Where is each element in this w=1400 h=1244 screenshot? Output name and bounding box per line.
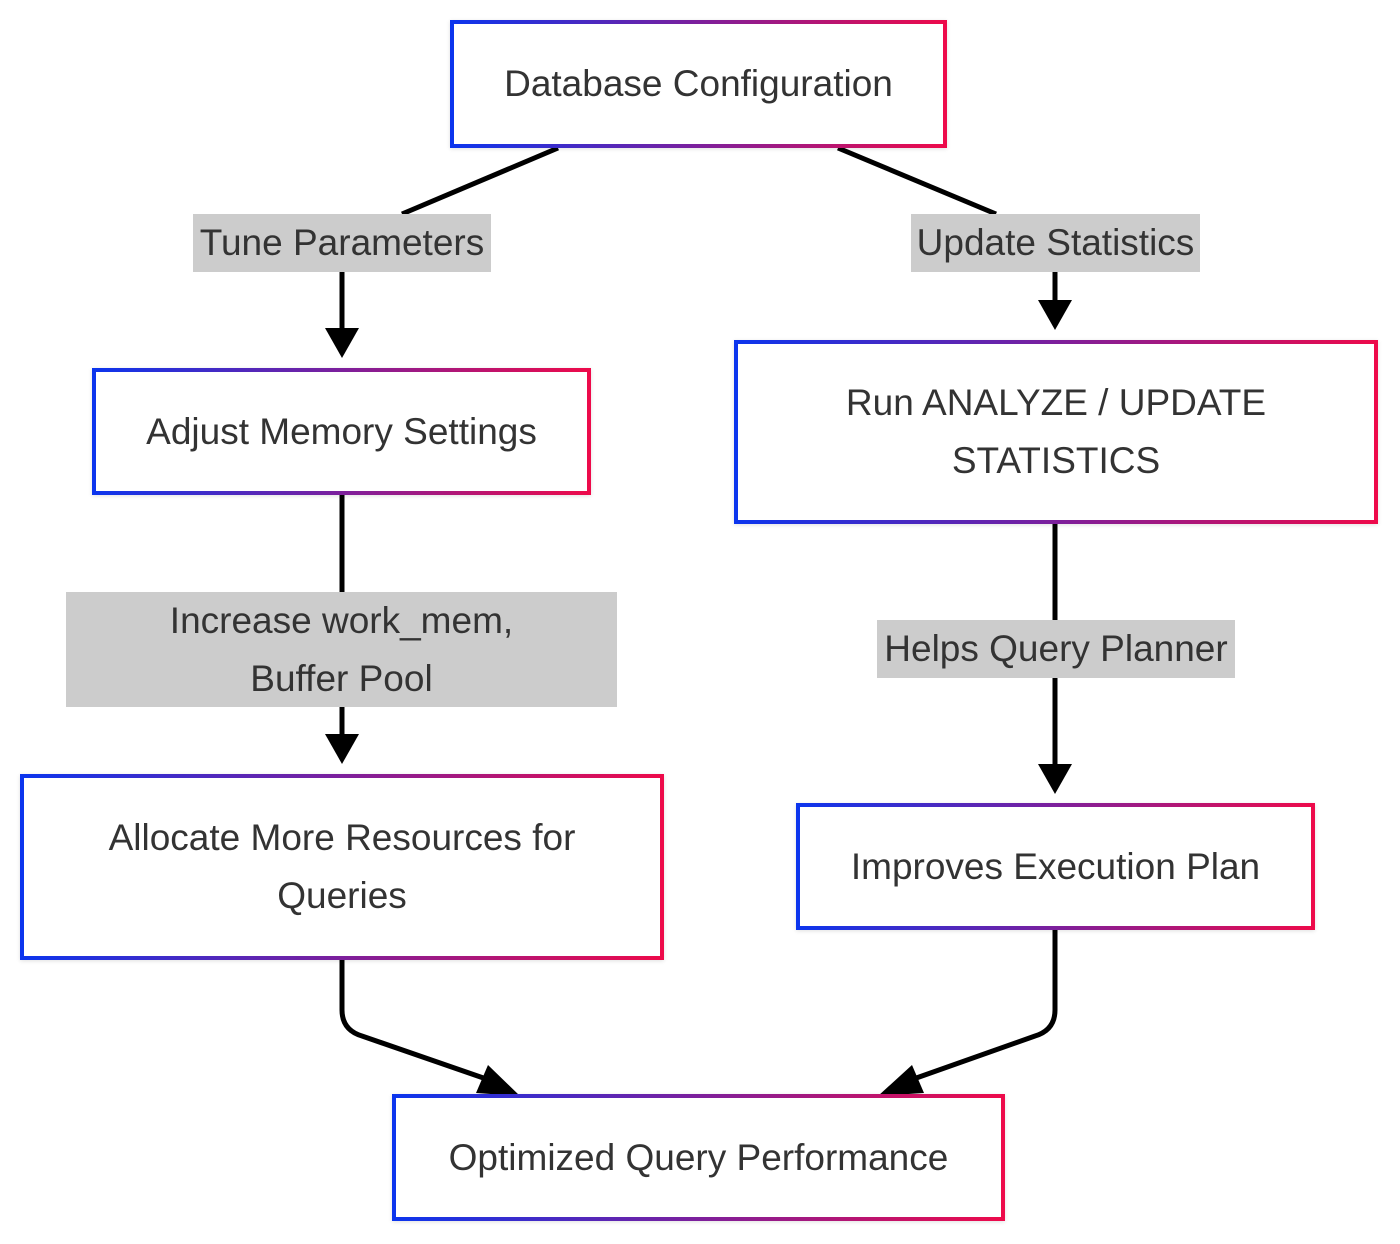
node-label: Run ANALYZE / UPDATE STATISTICS: [845, 382, 1267, 481]
node-database-configuration: Database Configuration: [450, 20, 947, 148]
edge-label-text: Tune Parameters: [199, 222, 485, 263]
edge-label-text: Increase work_mem, Buffer Pool: [169, 599, 514, 699]
edge-label-update-statistics: Update Statistics: [911, 214, 1200, 272]
arrowhead-optimized-right: [878, 1065, 924, 1096]
node-label: Adjust Memory Settings: [146, 410, 537, 452]
edge-db-config-to-update-statistics: [837, 145, 997, 217]
edge-label-helps-planner: Helps Query Planner: [877, 620, 1235, 678]
arrowhead-improves-plan: [1038, 764, 1072, 794]
node-improves-execution-plan: Improves Execution Plan: [796, 803, 1315, 930]
node-allocate-resources: Allocate More Resources for Queries: [20, 774, 664, 960]
edge-improves-plan-to-optimized: [904, 930, 1058, 1085]
arrowhead-allocate-resources: [325, 734, 359, 764]
node-label: Improves Execution Plan: [850, 845, 1261, 887]
node-label: Allocate More Resources for Queries: [108, 817, 576, 916]
arrowhead-optimized-left: [476, 1065, 520, 1096]
node-optimized-query-performance: Optimized Query Performance: [392, 1094, 1005, 1221]
edge-label-text: Update Statistics: [916, 222, 1195, 263]
edge-allocate-to-optimized: [339, 960, 496, 1085]
arrowhead-run-analyze: [1038, 300, 1072, 330]
edge-db-config-to-tune-parameters: [401, 145, 559, 217]
node-label: Database Configuration: [504, 63, 893, 104]
node-label: Optimized Query Performance: [448, 1136, 949, 1178]
arrowhead-adjust-memory: [325, 328, 359, 358]
node-run-analyze: Run ANALYZE / UPDATE STATISTICS: [734, 340, 1378, 524]
node-adjust-memory-settings: Adjust Memory Settings: [92, 368, 591, 495]
edge-label-text: Helps Query Planner: [884, 628, 1228, 669]
edge-label-increase-work-mem: Increase work_mem, Buffer Pool: [66, 592, 617, 707]
edge-label-tune-parameters: Tune Parameters: [193, 214, 491, 272]
